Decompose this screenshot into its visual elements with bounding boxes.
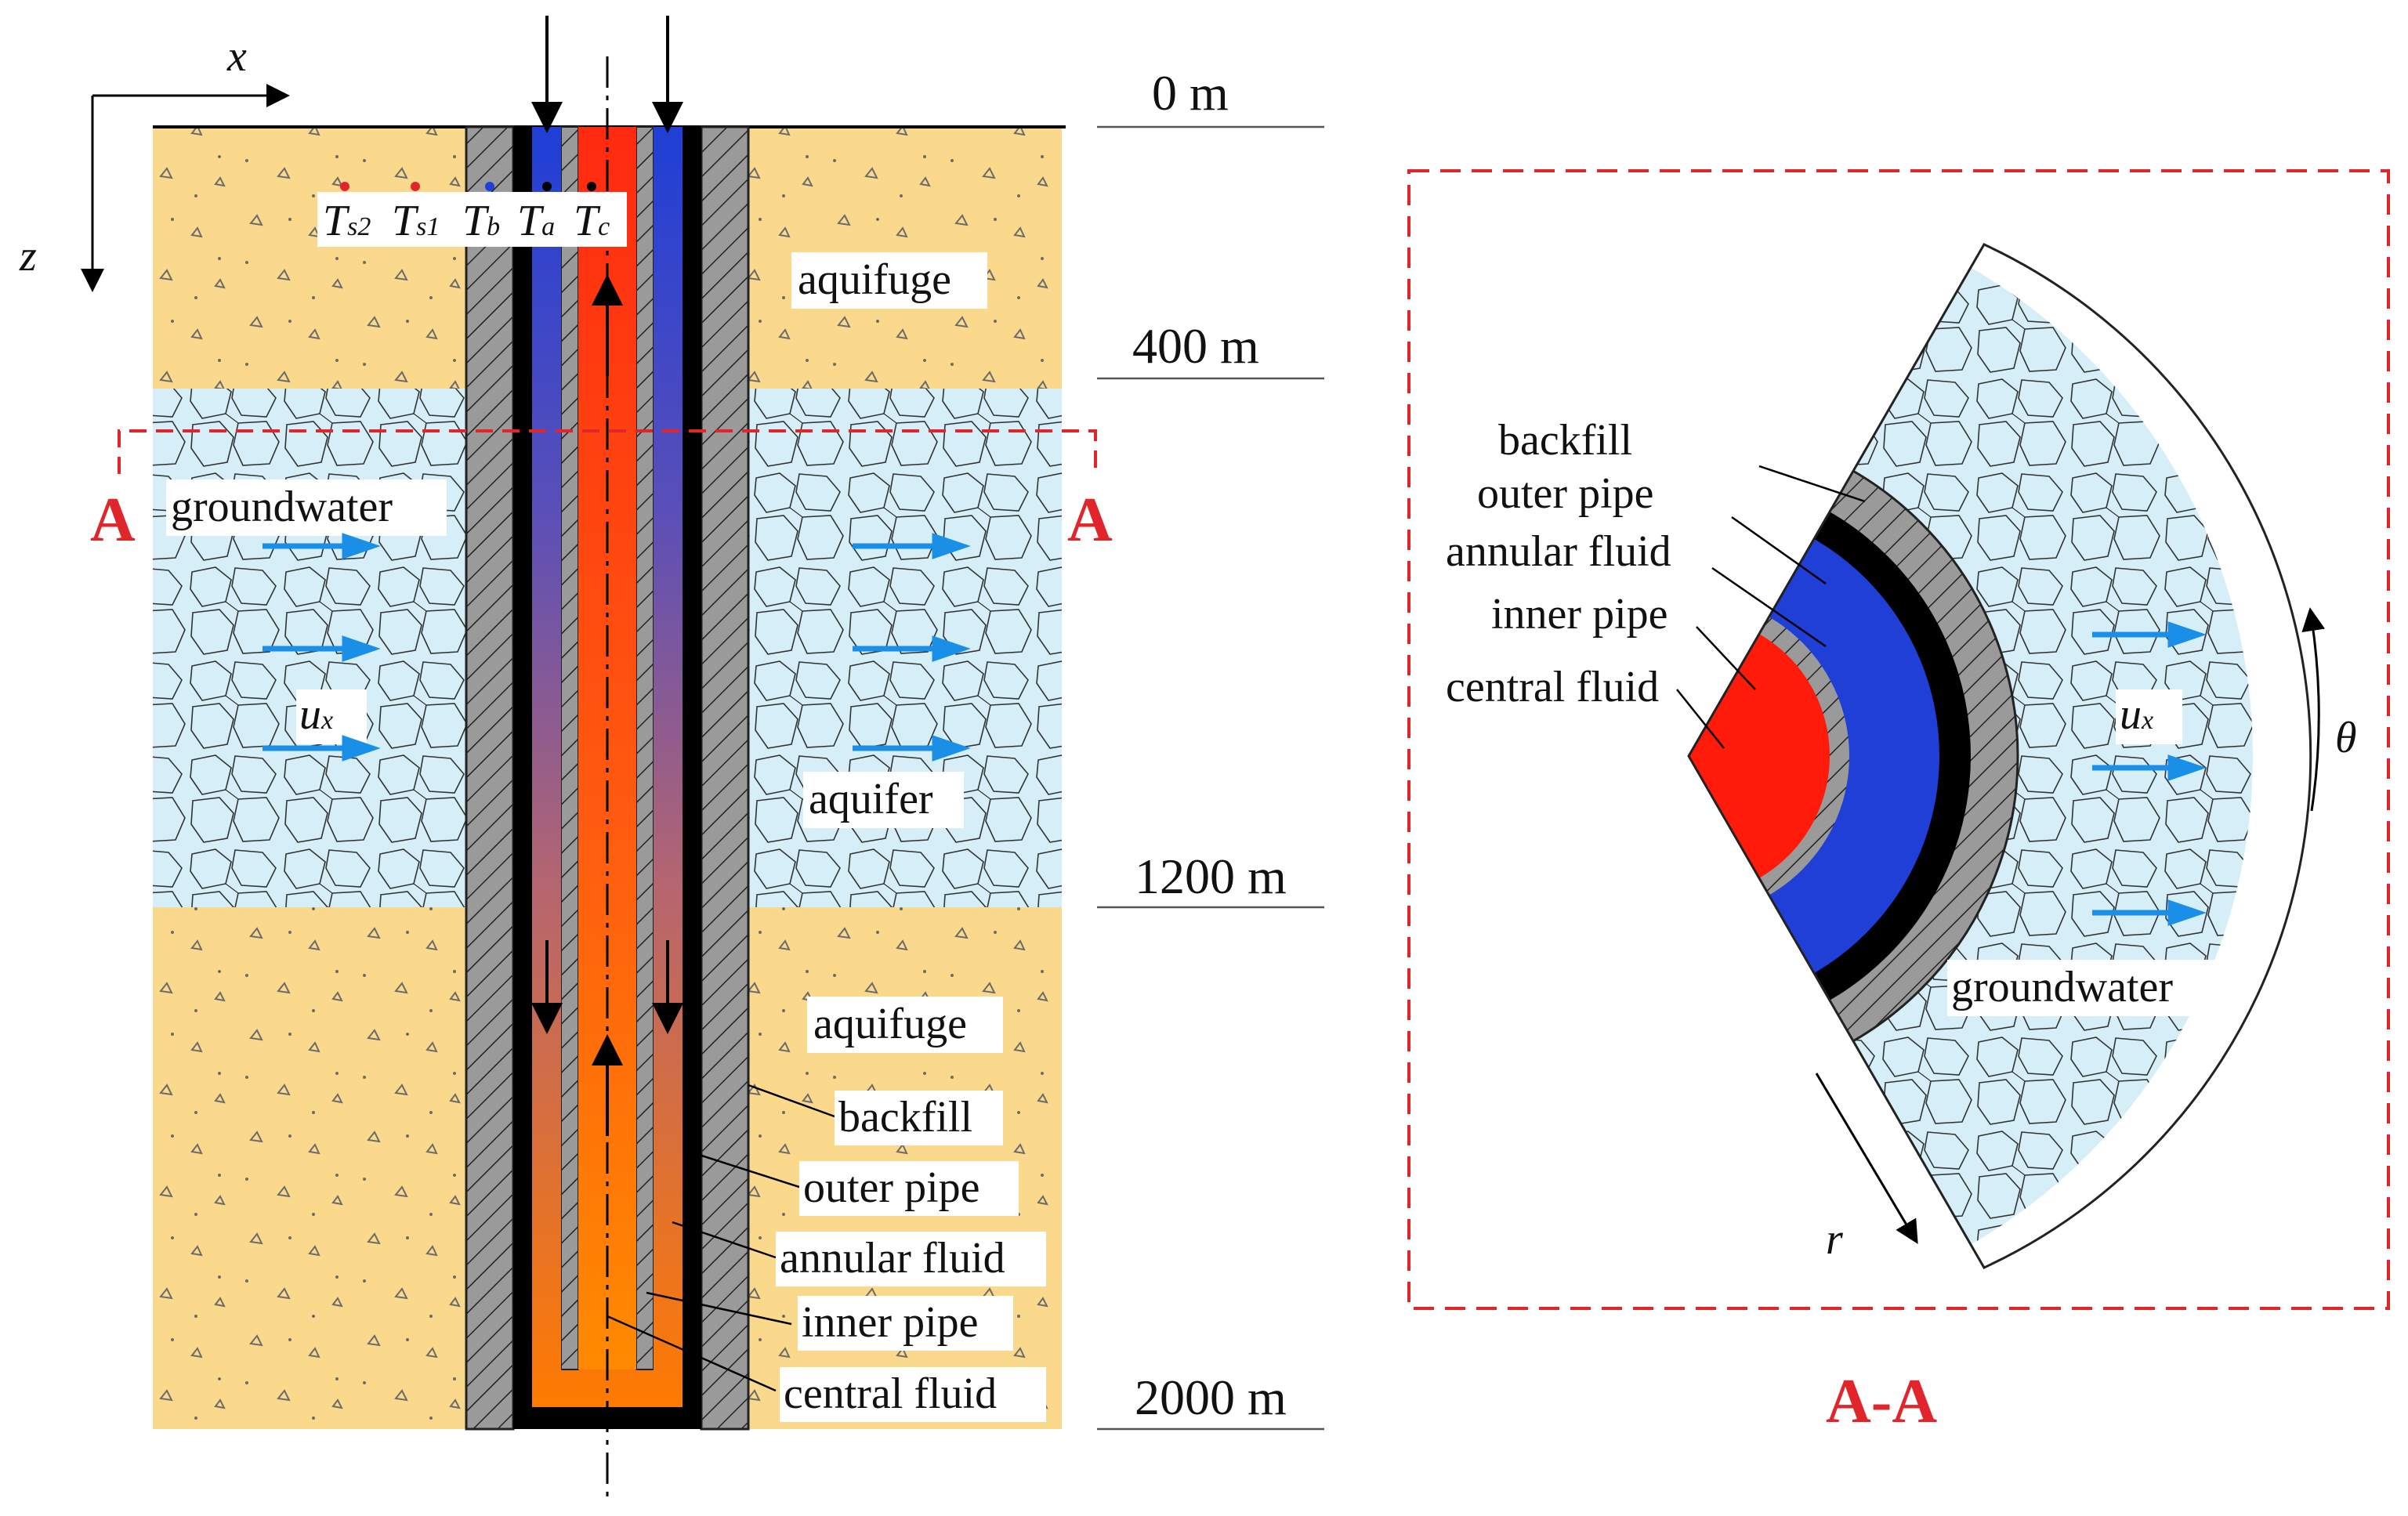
label-bg-aquifer [803, 772, 964, 828]
temp-label-bg [317, 192, 627, 247]
section-title: A-A [1826, 1367, 1937, 1436]
section-flow-arrows [2092, 621, 2207, 926]
inner-pipe-right [635, 126, 654, 1370]
label-outer-pipe: outer pipe [803, 1163, 979, 1212]
section-a-a: backfill outer pipe annular fluid inner … [1407, 169, 2390, 1436]
section-line-a [118, 429, 1097, 474]
label-bg-annular-fluid [776, 1232, 1046, 1286]
section-central-fluid [1689, 615, 1830, 897]
r-label: r [1826, 1215, 1843, 1264]
temp-label-ta: Ta [517, 197, 555, 245]
label-top-aquifuge: aquifuge [798, 255, 951, 304]
depth-0: 0 m [1152, 65, 1229, 121]
section-label-annular-fluid: annular fluid [1446, 527, 1671, 576]
temp-dot-tb [485, 182, 494, 191]
section-label-bg-groundwater [1947, 960, 2229, 1016]
groundwater-flow-arrows-left [263, 533, 381, 762]
label-aquifer: aquifer [809, 775, 933, 823]
vertical-profile: x z Ts2 Ts1 Tb Ta Tc aquifuge groundwate… [19, 16, 1324, 1496]
theta-label: θ [2335, 714, 2357, 762]
label-ux-left: ux [299, 690, 333, 739]
label-bottom-aquifuge: aquifuge [813, 1000, 967, 1048]
temp-label-ts2: Ts2 [323, 197, 371, 245]
section-marker-left: A [90, 486, 136, 555]
label-bg-top-aquifuge [791, 252, 987, 309]
temp-label-ts1: Ts1 [392, 197, 440, 245]
section-label-bg-ux [2116, 689, 2182, 744]
section-frame [1407, 169, 2390, 1310]
z-axis-label: z [19, 232, 37, 280]
annular-outer-strip-right [654, 127, 683, 1407]
depth-2000: 2000 m [1135, 1369, 1287, 1425]
section-annular-fluid [1689, 505, 1939, 1007]
r-arrow [1815, 1073, 1918, 1244]
depth-1200: 1200 m [1135, 848, 1287, 904]
x-axis-label: x [226, 32, 247, 81]
label-backfill: backfill [838, 1093, 972, 1142]
temp-dot-ts1 [411, 182, 420, 191]
backfill-outline [1689, 425, 2019, 1087]
section-groundwater [1689, 244, 2253, 1268]
section-label-groundwater: groundwater [1951, 963, 2173, 1011]
label-bg-central-fluid [780, 1367, 1046, 1422]
temp-label-tb: Tb [462, 197, 500, 245]
section-label-outer-pipe: outer pipe [1477, 469, 1653, 518]
component-leader-lines [607, 1084, 835, 1392]
label-central-fluid: central fluid [784, 1369, 997, 1418]
sector-outline [1687, 243, 2312, 1269]
section-label-backfill: backfill [1498, 416, 1632, 465]
theta-arc-arrow [2301, 607, 2326, 812]
section-leader-lines [1676, 465, 1866, 749]
label-bg-outer-pipe [799, 1161, 1019, 1216]
inner-pipe-left [560, 126, 579, 1370]
label-bg-bottom-aquifuge [807, 997, 1003, 1053]
section-label-ux: ux [2120, 690, 2153, 739]
section-label-central-fluid: central fluid [1446, 663, 1659, 711]
temp-dot-ts2 [340, 182, 349, 191]
annular-outer-strip-left [532, 127, 561, 1407]
section-marker-right: A [1067, 486, 1113, 555]
backfill-right [700, 125, 750, 1431]
label-bg-groundwater [166, 479, 447, 536]
section-label-inner-pipe: inner pipe [1491, 590, 1667, 639]
temp-dot-tc [587, 182, 596, 191]
temp-label-tc: Tc [574, 197, 610, 245]
label-bg-inner-pipe [798, 1296, 1013, 1351]
label-inner-pipe: inner pipe [802, 1298, 978, 1347]
label-bg-backfill [835, 1091, 1003, 1145]
depth-scale [1097, 125, 1324, 1431]
label-groundwater: groundwater [171, 483, 393, 531]
groundwater-flow-arrows-right [853, 533, 971, 762]
label-annular-fluid: annular fluid [780, 1234, 1005, 1283]
backfill-left [465, 125, 515, 1431]
depth-400: 400 m [1132, 318, 1259, 374]
temp-dot-ta [542, 182, 552, 191]
label-bg-ux [296, 689, 367, 744]
